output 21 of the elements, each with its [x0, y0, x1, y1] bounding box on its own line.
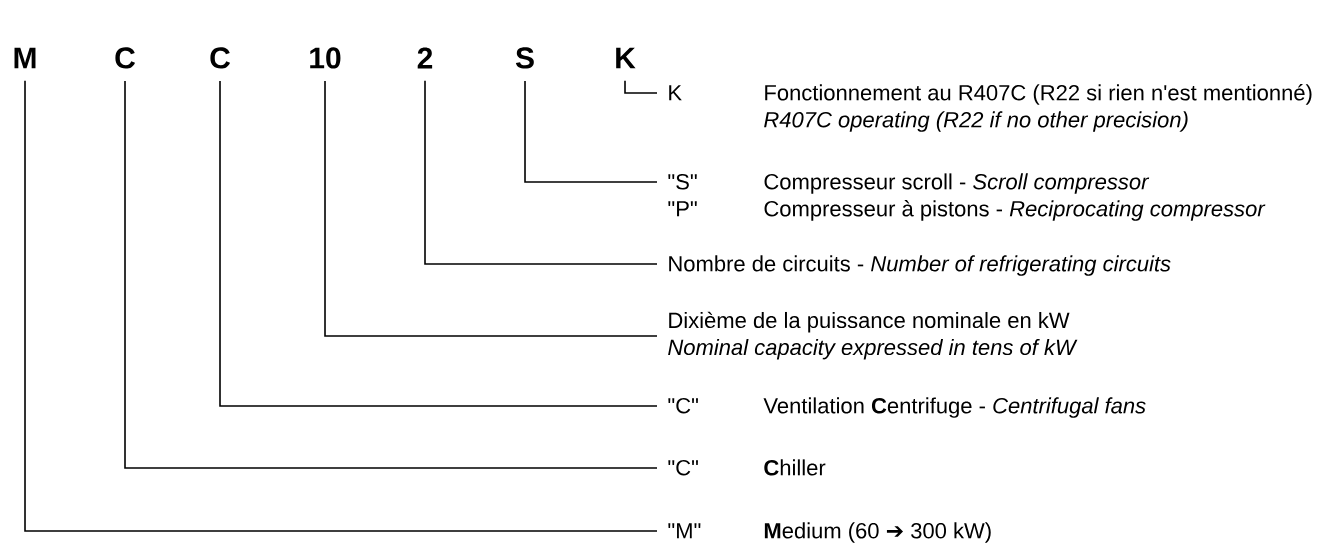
- code-letter: C: [210, 47, 230, 69]
- code-letter: S: [515, 47, 534, 69]
- leader-line: [524, 80, 658, 183]
- leader-line: [624, 79, 658, 94]
- leader-line: [324, 80, 658, 337]
- leader-line: [24, 79, 658, 532]
- description-text: "M" Medium (60 ➔ 300 kW): [668, 522, 991, 543]
- leader-line: [124, 80, 658, 469]
- leader-line: [219, 80, 658, 407]
- code-letter: 2: [417, 47, 433, 69]
- description-text: "C" Chiller: [668, 459, 826, 476]
- description-text: "S" Compresseur scroll - Scroll compressor "P" Compresseur à pistons - Reciprocating compressor: [668, 173, 1266, 221]
- leader-line: [424, 80, 658, 265]
- code-letter: C: [115, 47, 135, 69]
- code-letter: M: [14, 47, 36, 69]
- description-text: K Fonctionnement au R407C (R22 si rien n'est mentionné) R407C operating (R22 if no other precision): [669, 84, 1312, 132]
- description-text: Dixième de la puissance nominale en kW Nominal capacity expressed in tens of kW: [668, 311, 1078, 360]
- code-letter: 10: [310, 47, 341, 69]
- code-letter: K: [616, 47, 636, 69]
- description-text: "C" Ventilation Centrifuge - Centrifugal fans: [668, 397, 1146, 418]
- description-text: Nombre de circuits - Number of refrigerating circuits: [669, 255, 1171, 276]
